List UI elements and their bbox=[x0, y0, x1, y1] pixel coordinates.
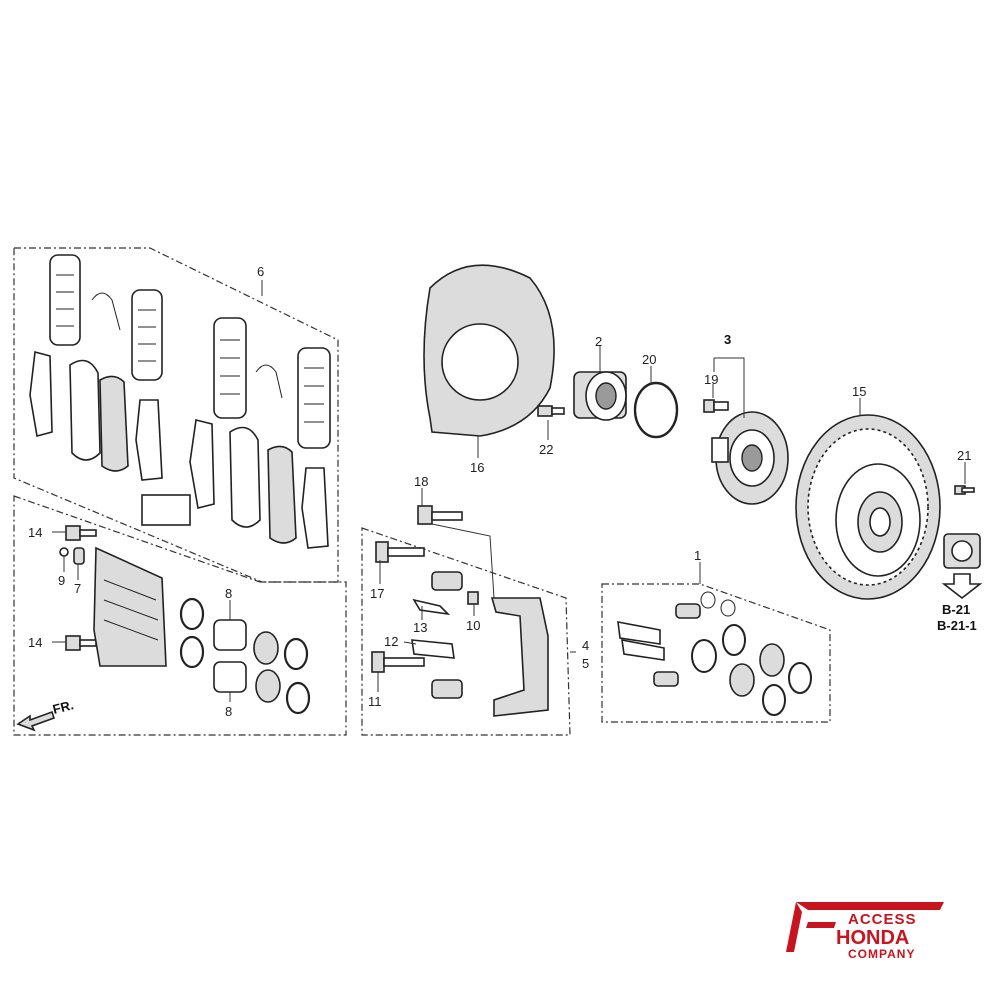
front-direction-arrow-icon bbox=[16, 710, 56, 732]
bleeder-cap bbox=[59, 547, 69, 557]
caliper-bolt-lower bbox=[65, 635, 97, 651]
caliper-bolt-upper bbox=[65, 525, 97, 541]
label-part-20: 20 bbox=[642, 352, 656, 367]
pad-clip-12 bbox=[411, 639, 455, 659]
bleeder-screw bbox=[73, 547, 85, 565]
brake-disc bbox=[795, 414, 941, 600]
label-part-12: 12 bbox=[384, 634, 398, 649]
leader-lines bbox=[52, 280, 966, 702]
label-part-16: 16 bbox=[470, 460, 484, 475]
label-part-8-upper: 8 bbox=[225, 586, 232, 601]
direction-label: FR. bbox=[51, 697, 75, 717]
caliper-seal-kit bbox=[617, 591, 812, 716]
label-part-3: 3 bbox=[724, 332, 731, 347]
logo-line-2: HONDA bbox=[836, 927, 909, 949]
label-part-14-lower: 14 bbox=[28, 635, 42, 650]
pad-shim-13 bbox=[412, 598, 451, 616]
label-part-14-upper: 14 bbox=[28, 525, 42, 540]
brake-pad-set bbox=[29, 254, 331, 549]
label-part-5: 5 bbox=[582, 656, 589, 671]
caliper-group-box bbox=[13, 495, 347, 736]
label-part-7: 7 bbox=[74, 581, 81, 596]
pin-bolt-18 bbox=[417, 505, 463, 525]
label-part-8-lower: 8 bbox=[225, 704, 232, 719]
hub-nut bbox=[943, 533, 981, 569]
logo-line-3: COMPANY bbox=[848, 947, 915, 961]
label-part-22: 22 bbox=[539, 442, 553, 457]
label-part-18: 18 bbox=[414, 474, 428, 489]
label-part-1: 1 bbox=[694, 548, 701, 563]
label-part-21: 21 bbox=[957, 448, 971, 463]
label-part-17: 17 bbox=[370, 586, 384, 601]
label-part-4: 4 bbox=[582, 638, 589, 653]
label-part-10: 10 bbox=[466, 618, 480, 633]
piston-seal-set bbox=[179, 597, 311, 715]
guide-pin-17 bbox=[375, 541, 425, 563]
pin-boot-lower bbox=[431, 679, 463, 699]
label-part-13: 13 bbox=[413, 620, 427, 635]
shield-bolt bbox=[537, 405, 565, 417]
bushing-10 bbox=[467, 591, 479, 605]
access-honda-logo: ACCESS HONDA COMPANY bbox=[786, 902, 944, 961]
snap-ring bbox=[633, 381, 679, 439]
label-part-15: 15 bbox=[852, 384, 866, 399]
label-part-11: 11 bbox=[368, 694, 382, 709]
reference-label-b21: B-21 bbox=[942, 602, 970, 617]
label-part-2: 2 bbox=[595, 334, 602, 349]
seal-kit-group-box bbox=[601, 583, 831, 723]
reference-arrow-icon bbox=[941, 573, 983, 600]
label-part-19: 19 bbox=[704, 372, 718, 387]
hub-bearing bbox=[573, 371, 627, 421]
hub-bolt bbox=[703, 399, 729, 413]
pad-set-group-box bbox=[13, 247, 339, 583]
front-hub bbox=[711, 411, 789, 505]
splash-shield bbox=[423, 264, 555, 437]
label-part-9: 9 bbox=[58, 573, 65, 588]
caliper-body bbox=[93, 546, 167, 667]
reference-label-b21-1: B-21-1 bbox=[937, 618, 977, 633]
logo-line-1: ACCESS bbox=[848, 911, 917, 928]
disc-screw bbox=[954, 485, 975, 495]
pin-boot-upper bbox=[431, 571, 463, 591]
label-part-6: 6 bbox=[257, 264, 264, 279]
caliper-bracket bbox=[490, 597, 549, 717]
